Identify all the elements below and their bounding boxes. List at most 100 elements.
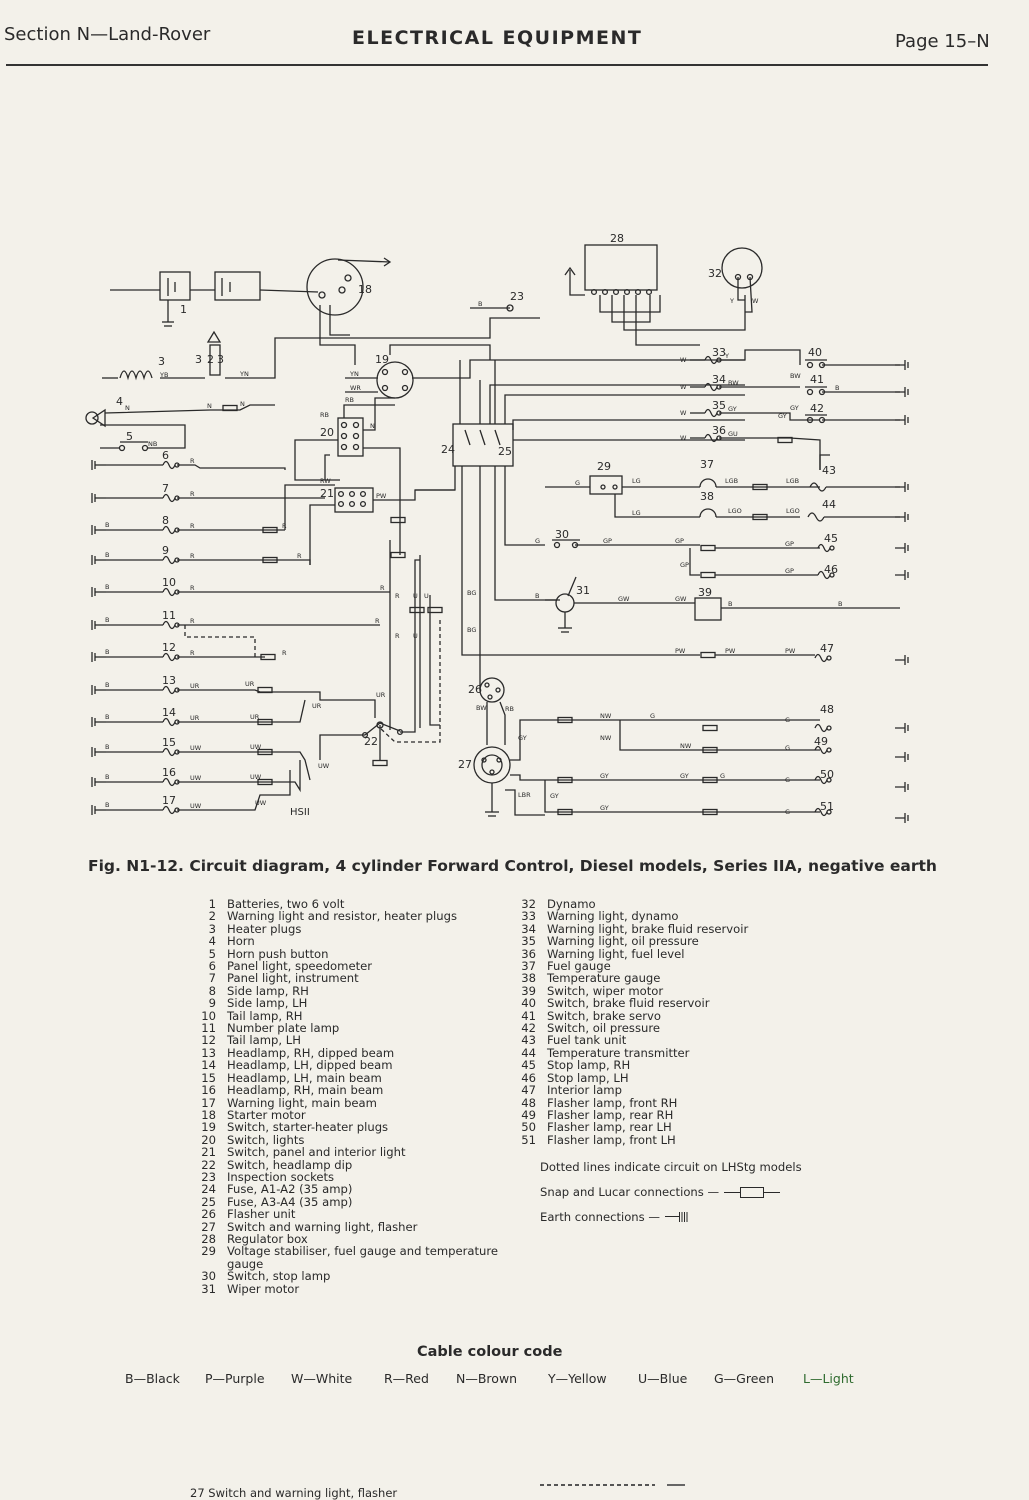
legend-item-text: Switch, lights: [227, 1132, 305, 1147]
resistor-icon: [209, 344, 221, 376]
wire-code: LG: [632, 477, 641, 485]
terminal: [612, 484, 618, 490]
terminal: [174, 749, 180, 755]
wire-code: GP: [785, 567, 794, 575]
wire-code: R: [190, 649, 195, 657]
component-number: 3: [158, 355, 165, 368]
terminal: [174, 527, 180, 533]
wire: [429, 595, 440, 726]
terminal: [337, 500, 345, 508]
terminal: [348, 500, 356, 508]
component-number: 39: [698, 586, 712, 599]
warning-light-icon: [206, 330, 222, 343]
legend-item-text: Headlamp, LH, dipped beam: [227, 1058, 393, 1073]
wire-code: UW: [250, 743, 262, 751]
wire-code: R: [297, 552, 302, 560]
battery-icon: [159, 271, 191, 301]
bulb-icon: [814, 807, 828, 817]
terminal: [141, 444, 149, 452]
component-number: 37: [700, 458, 714, 471]
page-header: Section N—Land-Rover ELECTRICAL EQUIPMEN…: [0, 0, 1029, 70]
snap-connector: [700, 544, 716, 552]
wire: [343, 404, 395, 418]
legend-item-text: Warning light, main beam: [227, 1095, 377, 1110]
legend-item-text: Horn push button: [227, 946, 329, 961]
legend-item-number: 34: [521, 921, 536, 936]
terminal: [746, 273, 754, 281]
fuel-tank-unit-icon: [809, 482, 827, 492]
terminal: [829, 545, 835, 551]
snap-connector: [257, 778, 273, 786]
legend-item-text: Switch and warning light, flasher: [227, 1219, 418, 1234]
terminal: [174, 495, 180, 501]
bulb-icon: [162, 525, 176, 535]
legend-item-text: Regulator box: [227, 1231, 308, 1246]
colour-code-item: R—Red: [384, 1371, 429, 1386]
component-number: 11: [162, 609, 176, 622]
wire-code: G: [785, 776, 790, 784]
component-number: 21: [320, 487, 334, 500]
terminal: [352, 432, 360, 440]
wire-code: B: [105, 583, 109, 591]
terminal: [174, 779, 180, 785]
terminal: [174, 462, 180, 468]
flasher-unit-icon: [479, 677, 505, 703]
wire: [635, 295, 700, 346]
component-number: 20: [320, 426, 334, 439]
wire: [177, 770, 291, 811]
fuse-icon: [494, 429, 501, 446]
component-number: 2: [207, 353, 214, 366]
wire-code: UW: [255, 799, 267, 807]
component-number: 3: [195, 353, 202, 366]
legend-item-text: Wiper motor: [227, 1281, 300, 1296]
component-number: 34: [712, 373, 726, 386]
bulb-icon: [704, 355, 718, 365]
component-number: 36: [712, 424, 726, 437]
arrow-icon: [564, 266, 576, 276]
terminal: [806, 416, 814, 424]
dynamo-icon: [721, 247, 763, 289]
fuse-box-icon: [452, 423, 514, 467]
component-number: 50: [820, 768, 834, 781]
wire: [599, 295, 661, 313]
wire-code: NB: [148, 440, 157, 448]
terminal: [361, 731, 369, 739]
legend-item-number: 44: [521, 1045, 536, 1060]
wiper-switch-icon: [694, 597, 722, 621]
terminal: [352, 443, 360, 451]
legend-item-number: 42: [521, 1021, 536, 1036]
earth-icon: [895, 813, 909, 823]
wire: [412, 359, 745, 379]
wire-code: B: [105, 743, 109, 751]
wire: [225, 317, 540, 379]
legend-item-number: 46: [521, 1070, 536, 1085]
wire-code: GY: [600, 804, 609, 812]
fuse-icon: [464, 429, 471, 446]
wire-code: R: [395, 632, 400, 640]
wire-code: UR: [250, 713, 260, 721]
terminal: [381, 384, 389, 392]
wire-code: R: [375, 617, 380, 625]
snap-connector: [752, 513, 768, 521]
snap-connector: [262, 556, 278, 564]
legend-item-text: Stop lamp, LH: [547, 1070, 629, 1085]
wire-code: B: [838, 600, 842, 608]
terminal: [716, 410, 722, 416]
snap-connector: [702, 776, 718, 784]
wire-code: G: [575, 479, 580, 487]
wire-code: B: [105, 681, 109, 689]
wire-code: B: [535, 592, 539, 600]
terminal: [174, 622, 180, 628]
component-number: 1: [180, 303, 187, 316]
terminal: [829, 572, 835, 578]
legend-item-text: Switch, headlamp dip: [227, 1157, 353, 1172]
